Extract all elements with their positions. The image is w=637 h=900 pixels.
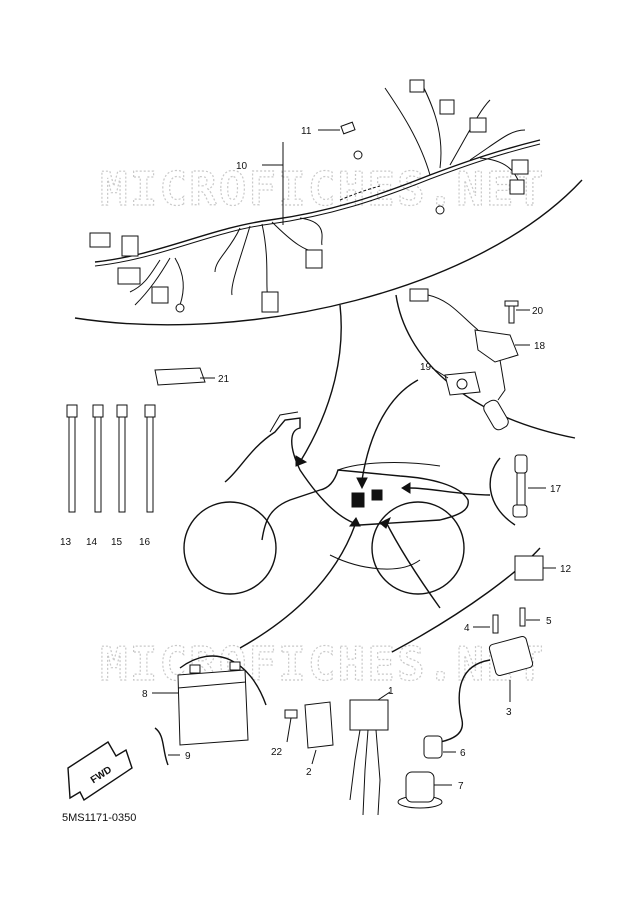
diagram-code: 5MS1171-0350 bbox=[62, 812, 136, 824]
callout-16: 16 bbox=[139, 537, 151, 548]
callout-18: 18 bbox=[534, 341, 546, 352]
leader-10 bbox=[262, 142, 284, 225]
hose-part bbox=[512, 454, 528, 518]
relay-part bbox=[514, 555, 544, 581]
battery-part bbox=[177, 661, 249, 746]
fuel-sender bbox=[409, 288, 519, 431]
callout-7: 7 bbox=[458, 781, 464, 792]
ignition-coil bbox=[397, 607, 534, 809]
wire-harness bbox=[89, 79, 541, 313]
callout-11: 11 bbox=[301, 126, 312, 137]
leader-2 bbox=[311, 749, 317, 765]
leader-22 bbox=[286, 717, 292, 743]
hose-9 bbox=[154, 727, 169, 766]
bolt-22 bbox=[284, 709, 298, 719]
battery-section-curve bbox=[179, 655, 267, 706]
callout-6: 6 bbox=[460, 748, 466, 759]
callout-3: 3 bbox=[506, 707, 512, 718]
leader-19 bbox=[431, 367, 449, 379]
callout-15: 15 bbox=[111, 537, 123, 548]
callout-8: 8 bbox=[142, 689, 148, 700]
callout-19: 19 bbox=[420, 362, 432, 373]
arrow-battery bbox=[239, 524, 356, 649]
tube-part-11 bbox=[340, 121, 356, 135]
scooter-illustration bbox=[183, 411, 469, 595]
cable-bands bbox=[66, 367, 206, 513]
callout-22: 22 bbox=[271, 747, 283, 758]
callout-17: 17 bbox=[550, 484, 562, 495]
harness-section-curve bbox=[74, 179, 583, 326]
callout-14: 14 bbox=[86, 537, 98, 548]
hose-section-curve bbox=[489, 457, 516, 526]
callout-4: 4 bbox=[464, 623, 470, 634]
fwd-arrow: FWD bbox=[67, 741, 133, 802]
callout-1: 1 bbox=[388, 686, 394, 697]
arrow-harness bbox=[299, 304, 342, 463]
scooter-box-a bbox=[351, 492, 365, 508]
arrow-ignition bbox=[384, 519, 441, 609]
callout-9: 9 bbox=[185, 751, 191, 762]
watermark-top: MICROFICHES.NET bbox=[100, 162, 545, 216]
scooter-box-b bbox=[371, 489, 383, 501]
callout-5: 5 bbox=[546, 616, 552, 627]
callout-13: 13 bbox=[60, 537, 72, 548]
bracket-part bbox=[304, 701, 334, 749]
watermark-bottom: MICROFICHES.NET bbox=[100, 637, 545, 691]
cdi-unit bbox=[349, 699, 389, 816]
callout-20: 20 bbox=[532, 306, 544, 317]
callout-2: 2 bbox=[306, 767, 312, 778]
arrow-hose bbox=[409, 487, 491, 496]
leader-1 bbox=[377, 691, 391, 701]
arrow-fuel bbox=[361, 379, 419, 481]
callout-21: 21 bbox=[218, 374, 230, 385]
callout-10: 10 bbox=[236, 161, 248, 172]
callout-12: 12 bbox=[560, 564, 572, 575]
